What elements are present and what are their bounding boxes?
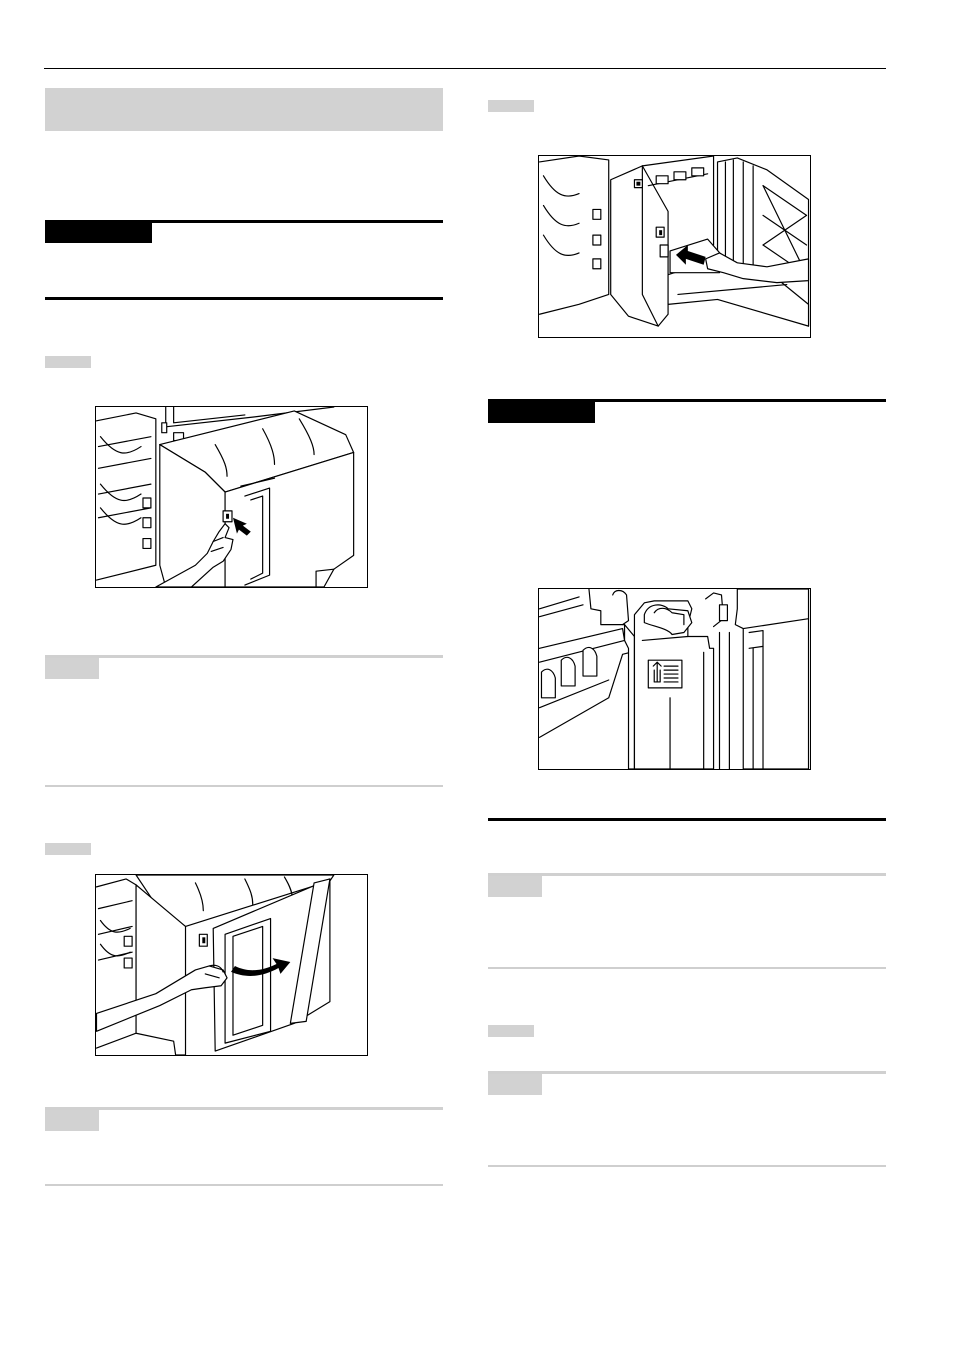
figure-insert-paper (538, 155, 811, 338)
step-3-marker (488, 100, 534, 112)
note-2-tab (45, 1110, 99, 1131)
note-2-top-rule (45, 1107, 443, 1110)
figure-press-button (95, 406, 368, 588)
note-3-bottom-rule (488, 967, 886, 969)
copier-open-button-illustration (96, 407, 355, 587)
step-2-marker (45, 843, 91, 855)
note-4-bottom-rule (488, 1165, 886, 1167)
notice-heading-tab (45, 222, 152, 243)
notice-top-rule (45, 220, 443, 223)
note-1-top-rule (45, 655, 443, 658)
note-3-tab (488, 876, 542, 897)
header-rule (44, 68, 886, 69)
note-1-bottom-rule (45, 785, 443, 787)
note-3-top-rule (488, 873, 886, 876)
notice-2-heading-tab (488, 402, 595, 423)
figure-pull-cover (95, 874, 368, 1056)
section-3-rule (488, 818, 886, 821)
section-title-bar (45, 88, 443, 131)
figure-interior-label (538, 588, 811, 770)
step-1-marker (45, 356, 91, 368)
note-2-bottom-rule (45, 1184, 443, 1186)
cover-opening-illustration (96, 875, 335, 1055)
note-4-tab (488, 1074, 542, 1095)
notice-bottom-rule (45, 297, 443, 300)
notice-2-top-rule (488, 399, 886, 402)
step-4-marker (488, 1025, 534, 1037)
note-1-tab (45, 658, 99, 679)
interior-label-illustration (539, 589, 810, 769)
paper-insert-illustration (539, 156, 810, 327)
note-4-top-rule (488, 1071, 886, 1074)
